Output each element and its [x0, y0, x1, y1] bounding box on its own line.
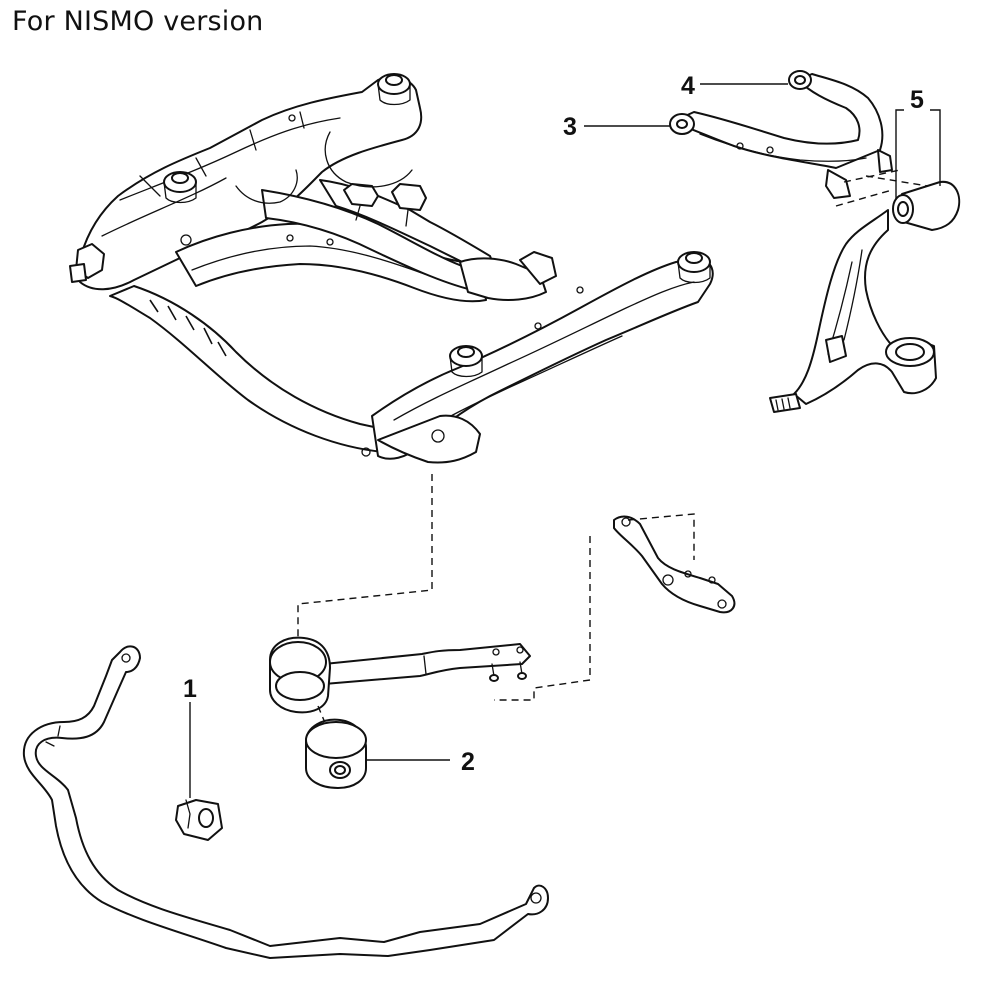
lower-link: [269, 636, 531, 714]
stabilizer-bar: [22, 645, 549, 959]
svg-text:2: 2: [461, 748, 475, 776]
subframe-mount-bushing: [377, 73, 411, 106]
subframe-mount-bushing: [677, 251, 711, 284]
callout-4: 4: [681, 72, 788, 100]
knuckle-bushing: [892, 180, 961, 231]
upper-control-arm: [669, 70, 893, 199]
subframe-mount-bushing: [163, 171, 197, 204]
svg-text:3: 3: [563, 113, 577, 141]
svg-text:4: 4: [681, 72, 695, 100]
stabilizer-bushing: [175, 799, 223, 841]
link-bracket: [613, 515, 736, 614]
callout-5: 5: [895, 86, 941, 200]
svg-text:1: 1: [183, 675, 197, 703]
lower-link-bushing: [305, 718, 367, 789]
callout-2: 2: [366, 748, 475, 776]
page-title: For NISMO version: [12, 6, 264, 37]
callout-1: 1: [183, 675, 197, 798]
callout-3: 3: [563, 113, 670, 141]
front-subframe: [69, 73, 714, 464]
svg-text:5: 5: [910, 86, 924, 114]
subframe-mount-bushing: [449, 345, 483, 378]
steering-knuckle: [769, 209, 937, 413]
